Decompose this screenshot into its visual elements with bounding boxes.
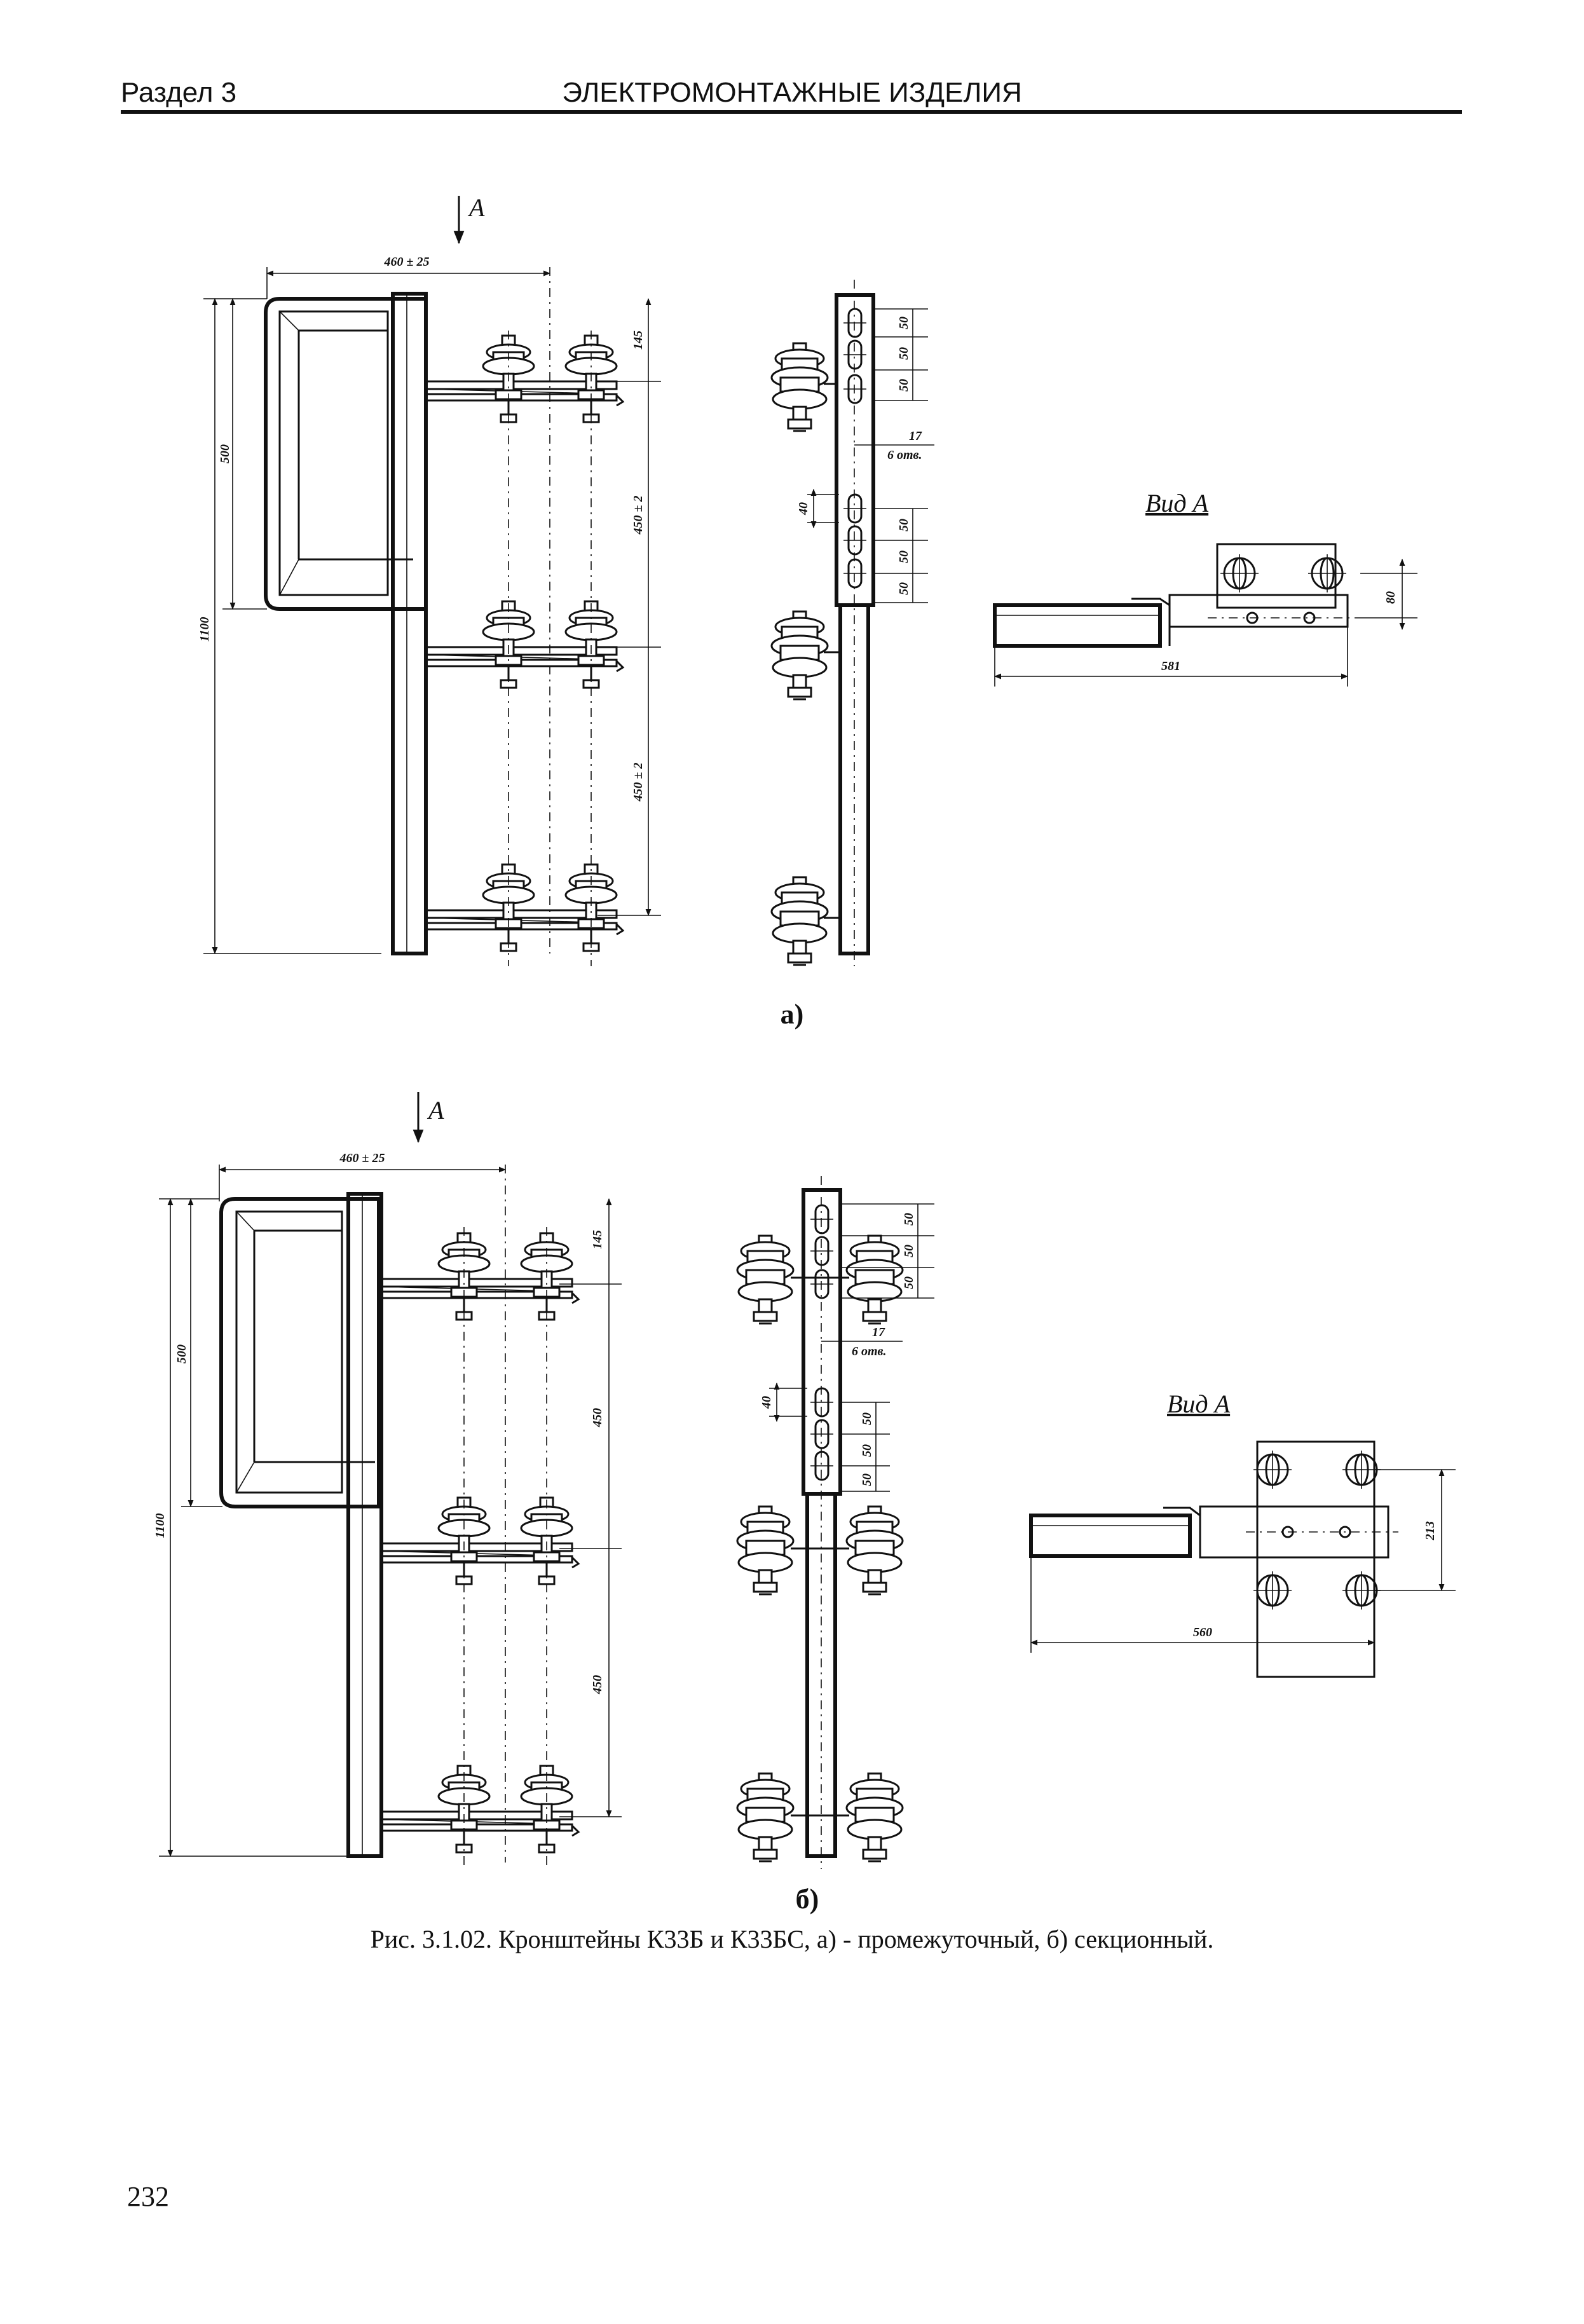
- vertical-post: [391, 292, 428, 955]
- section-label: Раздел 3: [121, 77, 236, 108]
- front-insulator-bottom-right: [845, 1772, 904, 1863]
- front-insulator-top: [770, 342, 829, 432]
- dim-width-top: 460 ± 25: [339, 1151, 385, 1165]
- dim-hole-count: 6 отв.: [887, 448, 922, 462]
- front-insulator-top-left: [736, 1234, 795, 1325]
- dim-width-top: 460 ± 25: [384, 255, 430, 269]
- front-insulator-bottom-left: [736, 1772, 795, 1863]
- dim-hole-pitch-1: 50: [902, 1213, 916, 1226]
- dim-height-total: 1100: [198, 617, 212, 642]
- dim-hole-dia: 17: [872, 1325, 885, 1339]
- figure-a: А 460 ± 25 1100 500: [198, 193, 1417, 1030]
- bracket-frame: [264, 297, 428, 611]
- dim-view-width: 581: [1161, 659, 1180, 673]
- dim-hole-pitch-5: 50: [897, 550, 911, 563]
- front-insulator-top-right: [845, 1234, 904, 1325]
- figure-a-label: а): [781, 999, 804, 1030]
- view-a-arm: [993, 603, 1162, 648]
- view-a-title: Вид А: [1145, 489, 1209, 517]
- view-marker: А: [427, 1096, 444, 1124]
- dim-view-height: 213: [1423, 1521, 1437, 1541]
- dim-spacing-1: 450: [591, 1408, 604, 1428]
- dim-frame-height: 500: [218, 444, 232, 463]
- dim-view-width: 560: [1193, 1625, 1212, 1639]
- dim-slot-len: 40: [760, 1396, 774, 1409]
- view-a-plate: [1256, 1440, 1376, 1678]
- dim-hole-pitch-2: 50: [902, 1245, 916, 1257]
- arm-top: [426, 336, 623, 422]
- front-insulator-middle-right: [845, 1505, 904, 1596]
- vertical-post: [346, 1192, 383, 1858]
- front-insulator-middle-left: [736, 1505, 795, 1596]
- dim-hole-pitch-5: 50: [860, 1444, 874, 1457]
- dim-view-height: 80: [1384, 591, 1398, 604]
- dim-spacing-1: 450 ± 2: [631, 496, 645, 535]
- dim-hole-pitch-1: 50: [897, 317, 911, 329]
- dim-top-offset: 145: [591, 1230, 604, 1249]
- dim-hole-pitch-4: 50: [860, 1412, 874, 1425]
- bracket-frame: [219, 1197, 381, 1508]
- dim-spacing-2: 450 ± 2: [631, 763, 645, 802]
- arm-middle: [426, 601, 623, 688]
- dim-top-offset: 145: [631, 331, 645, 350]
- dim-hole-dia: 17: [909, 429, 922, 443]
- figure-b: А 460 ± 25 1100 500: [153, 1092, 1456, 1915]
- dim-height-total: 1100: [153, 1514, 167, 1538]
- page-number: 232: [127, 2181, 169, 2212]
- view-a-plate: [1216, 543, 1337, 609]
- arm-bottom: [426, 865, 623, 951]
- dim-hole-count: 6 отв.: [852, 1344, 887, 1358]
- view-a-arm: [1029, 1514, 1192, 1558]
- arm-bottom: [381, 1766, 578, 1852]
- view-marker: А: [467, 193, 485, 222]
- figure-caption: Рис. 3.1.02. Кронштейны К33Б и К33БС, а)…: [371, 1925, 1214, 1953]
- arm-middle: [381, 1498, 578, 1584]
- dim-hole-pitch-3: 50: [897, 379, 911, 392]
- front-insulator-bottom: [770, 876, 829, 966]
- figure-b-label: б): [796, 1883, 819, 1915]
- view-a-title: Вид А: [1167, 1390, 1231, 1418]
- dim-hole-pitch-6: 50: [897, 582, 911, 595]
- dim-frame-height: 500: [175, 1344, 189, 1364]
- front-insulator-middle: [770, 610, 829, 701]
- arm-top: [381, 1233, 578, 1320]
- header-title: ЭЛЕКТРОМОНТАЖНЫЕ ИЗДЕЛИЯ: [562, 77, 1021, 108]
- dim-slot-len: 40: [796, 502, 810, 516]
- dim-hole-pitch-4: 50: [897, 519, 911, 531]
- dim-hole-pitch-3: 50: [902, 1276, 916, 1289]
- dim-hole-pitch-2: 50: [897, 347, 911, 360]
- dim-hole-pitch-6: 50: [860, 1473, 874, 1486]
- dim-spacing-2: 450: [591, 1675, 604, 1695]
